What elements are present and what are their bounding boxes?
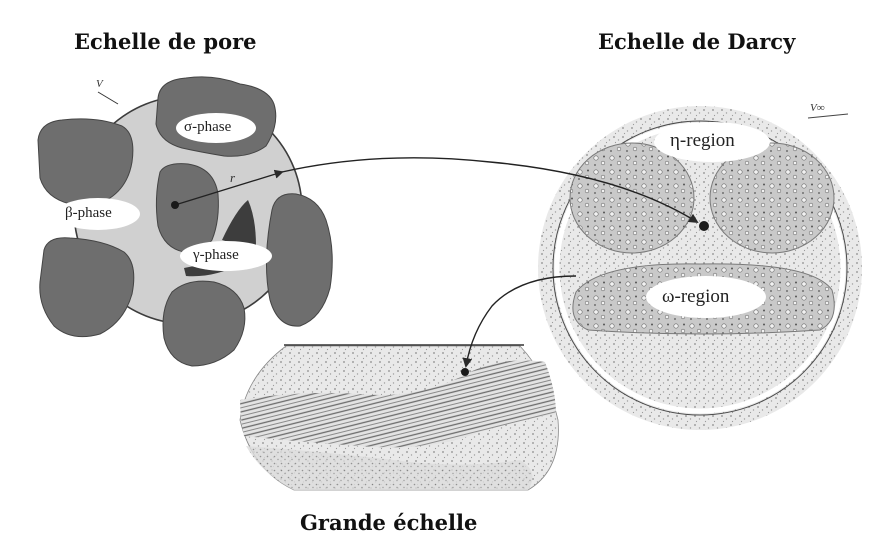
grain-bottom-center bbox=[162, 280, 246, 367]
gamma-phase-label: γ-phase bbox=[193, 247, 239, 263]
aquifer-dark-band bbox=[246, 446, 533, 490]
beta-phase-label: β-phase bbox=[65, 205, 112, 221]
eta-region-oval bbox=[654, 122, 770, 162]
volume-pointer-line bbox=[97, 91, 119, 105]
pore-volume-label: V bbox=[96, 78, 103, 90]
sigma-phase-label: σ-phase bbox=[184, 119, 232, 135]
gamma-phase-oval bbox=[180, 241, 272, 271]
gamma-phase-wedge bbox=[222, 200, 256, 246]
omega-region-label: ω-region bbox=[662, 286, 730, 307]
darcy-volume-pointer bbox=[807, 113, 849, 119]
grain-right bbox=[265, 193, 333, 327]
radius-label: r bbox=[230, 170, 236, 185]
eta-region-label: η-region bbox=[670, 130, 735, 151]
darcy-scale-view bbox=[538, 106, 862, 430]
radius-line bbox=[174, 169, 284, 206]
eta-region-right bbox=[709, 142, 835, 254]
pore-to-darcy-arrow bbox=[281, 157, 699, 224]
sigma-phase-oval bbox=[176, 113, 256, 143]
darcy-scale-heading: Echelle de Darcy bbox=[598, 29, 796, 54]
darcy-point-dot bbox=[699, 221, 709, 231]
beta-phase-oval bbox=[56, 198, 140, 230]
large-scale-heading: Grande échelle bbox=[300, 510, 478, 535]
grain-center bbox=[155, 163, 219, 253]
large-scale-point-dot bbox=[461, 368, 469, 376]
darcy-volume-outline bbox=[552, 120, 848, 416]
darcy-to-large-arrow bbox=[462, 275, 577, 368]
eta-region-left bbox=[569, 142, 695, 254]
grain-bottom-left bbox=[39, 237, 135, 338]
large-scale-view bbox=[239, 344, 559, 491]
pore-scale-view bbox=[37, 76, 333, 367]
pore-point-dot bbox=[171, 201, 179, 209]
aquifer-hatched-layer bbox=[240, 360, 556, 448]
pore-scale-heading: Echelle de pore bbox=[74, 29, 257, 54]
omega-region-oval bbox=[646, 276, 766, 318]
darcy-volume-label: V∞ bbox=[810, 102, 825, 114]
